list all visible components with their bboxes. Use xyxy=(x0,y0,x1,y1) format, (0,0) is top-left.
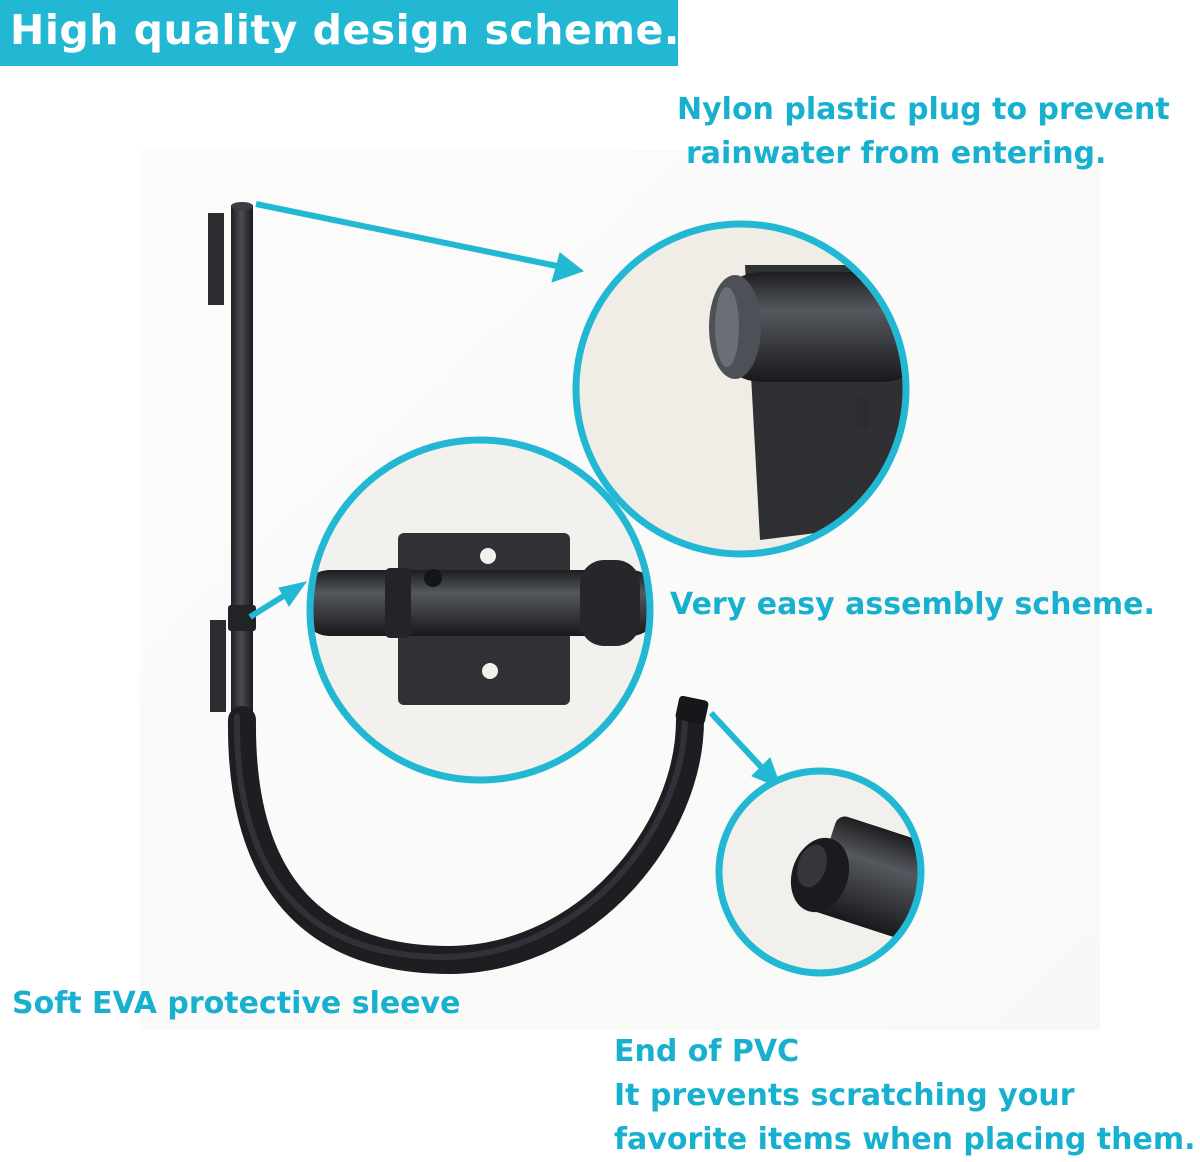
title-banner: High quality design scheme. xyxy=(0,0,680,66)
zoom-circle-assembly xyxy=(306,436,654,784)
page-title: High quality design scheme. xyxy=(10,6,680,54)
callout-sleeve: Soft EVA protective sleeve xyxy=(12,982,460,1026)
callout-end-line1: End of PVC xyxy=(614,1034,800,1069)
callout-sleeve-line1: Soft EVA protective sleeve xyxy=(12,986,461,1021)
hook-product xyxy=(208,202,709,975)
callout-end-line2: It prevents scratching your xyxy=(614,1078,1075,1113)
tube-joint xyxy=(228,605,256,631)
zoom-circle-end xyxy=(715,767,925,977)
upper-bracket-plate xyxy=(208,213,224,305)
callout-plug-line2: rainwater from entering. xyxy=(686,136,1107,171)
vertical-tube xyxy=(231,205,253,725)
callout-assembly-line1: Very easy assembly scheme. xyxy=(670,587,1155,622)
zoom-circle-plug xyxy=(572,220,910,558)
callout-end: End of PVC It prevents scratching your f… xyxy=(614,1030,1195,1162)
eva-sleeve xyxy=(227,706,704,975)
arrow-plug-head xyxy=(551,252,585,283)
callout-assembly: Very easy assembly scheme. xyxy=(670,583,1155,627)
callout-end-line3: favorite items when placing them. xyxy=(614,1122,1196,1157)
callout-plug: Nylon plastic plug to prevent rainwater … xyxy=(677,88,1170,176)
arrow-end xyxy=(708,710,767,773)
lower-bracket-plate xyxy=(210,620,226,712)
arrow-plug xyxy=(255,201,563,270)
pvc-end-cap xyxy=(675,695,709,725)
arrow-assembly-head xyxy=(278,581,308,607)
callout-plug-line1: Nylon plastic plug to prevent xyxy=(677,92,1170,127)
